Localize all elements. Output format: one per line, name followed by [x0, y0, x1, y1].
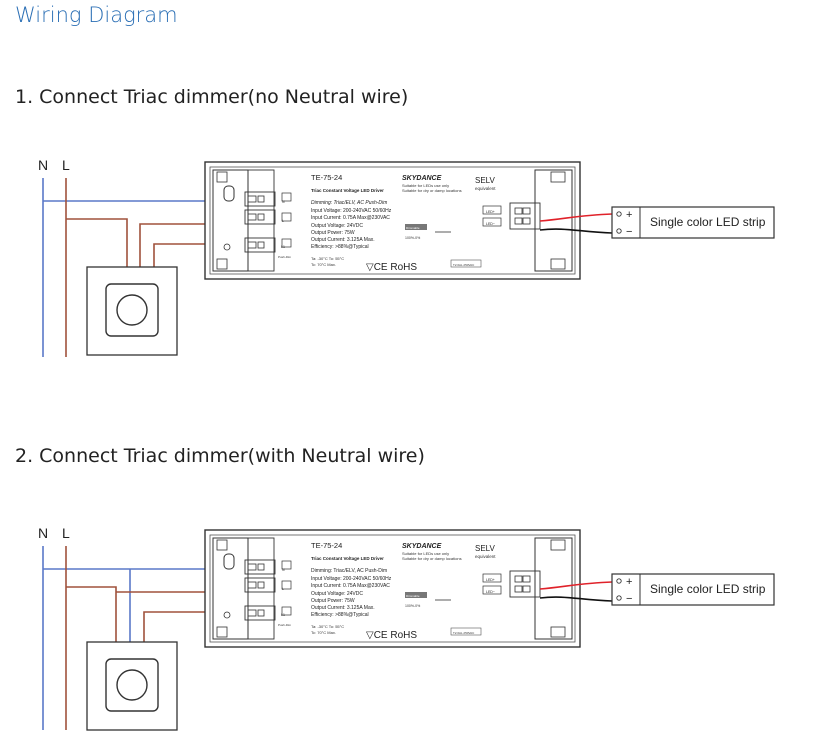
live-wire-to-dimmer [66, 586, 117, 642]
terminal-led-minus: LED− [486, 222, 495, 226]
dim-range: 100%-0% [405, 236, 420, 240]
fuse-rating: T2.0AL 250VAC [453, 631, 475, 635]
neutral-label: N [38, 157, 48, 173]
live-wire-to-dimmer [66, 218, 128, 267]
triac-dimmer [86, 641, 178, 731]
selv-mark: SELV [475, 176, 496, 185]
led-driver: TE-75-24 Triac Constant Voltage LED Driv… [204, 529, 581, 648]
spec-line: Output Power: 75W [311, 230, 355, 236]
terminal-led-minus: LED− [486, 590, 495, 594]
push-dim-label: Push-Dim [278, 623, 292, 627]
terminal-l: L [282, 219, 284, 223]
terminal-led-plus: LED+ [486, 578, 495, 582]
driver-suitability-1: Suitable for LEDs use only [402, 551, 449, 556]
spec-line: Input Current: 0.75A Max@230VAC [311, 215, 390, 221]
live-label: L [62, 525, 70, 541]
driver-product: Triac Constant Voltage LED Driver [311, 188, 384, 193]
spec-line: Efficiency: >88%@Typical [311, 244, 369, 250]
led-minus-sign: − [626, 226, 632, 238]
driver-model: TE-75-24 [311, 173, 342, 182]
selv-sub: equivalent [475, 186, 496, 191]
step-2-heading: 2. Connect Triac dimmer(with Neutral wir… [15, 445, 425, 467]
cert-marks: ▽CE RoHS [366, 630, 417, 641]
spec-line: Dimming: Triac/ELV, AC Push-Dim [311, 200, 387, 206]
spec-line: Input Current: 0.75A Max@230VAC [311, 583, 390, 589]
temp-rating: Ta: -30°C To: 55°C [311, 624, 344, 629]
spec-line: Input Voltage: 200-240VAC 50/60Hz [311, 208, 392, 214]
spec-line: Output Voltage: 24VDC [311, 591, 363, 597]
terminal-n: N [282, 200, 285, 204]
led-strip [611, 573, 775, 606]
terminal-l: L [282, 587, 284, 591]
led-strip [611, 206, 775, 239]
fuse-rating: T2.0AL 250VAC [453, 263, 475, 267]
spec-line: Output Current: 3.125A Max. [311, 237, 375, 243]
triac-dimmer [86, 266, 178, 356]
brand-logo: SKYDANCE [402, 175, 442, 182]
page-title: Wiring Diagram [15, 3, 178, 27]
led-strip-label: Single color LED strip [650, 215, 766, 229]
diagram-1: N L TE-75-24 Triac Constant Voltage LED … [38, 157, 775, 357]
temp-case: Tc: 70°C Max. [311, 630, 336, 635]
led-positive-wire [539, 213, 613, 222]
driver-suitability-2: Suitable for dry or damp locations [402, 556, 462, 561]
led-plus-sign: + [626, 209, 632, 221]
cert-marks: ▽CE RoHS [366, 262, 417, 273]
led-negative-wire [539, 596, 613, 602]
led-driver: TE-75-24 Triac Constant Voltage LED Driv… [204, 161, 581, 280]
terminal-l1: L1 [281, 613, 285, 617]
spec-line: Efficiency: >88%@Typical [311, 612, 369, 618]
temp-case: Tc: 70°C Max. [311, 262, 336, 267]
led-minus-sign: − [626, 593, 632, 605]
terminal-led-plus: LED+ [486, 210, 495, 214]
brand-logo: SKYDANCE [402, 543, 442, 550]
dimmable-tag: Dimmable [406, 594, 420, 598]
spec-line: Dimming: Triac/ELV, AC Push-Dim [311, 568, 387, 574]
dim-range: 100%-0% [405, 604, 420, 608]
driver-model: TE-75-24 [311, 541, 342, 550]
diagram-2: N L TE-75-24 Triac Constant Voltage LED … [38, 525, 775, 731]
spec-line: Output Power: 75W [311, 598, 355, 604]
push-dim-label: Push-Dim [278, 255, 292, 259]
dimmable-tag: Dimmable [406, 226, 420, 230]
led-negative-wire [539, 228, 613, 234]
driver-product: Triac Constant Voltage LED Driver [311, 556, 384, 561]
led-positive-wire [539, 581, 613, 590]
driver-suitability-1: Suitable for LEDs use only [402, 183, 449, 188]
led-strip-label: Single color LED strip [650, 582, 766, 596]
led-plus-sign: + [626, 576, 632, 588]
spec-line: Output Current: 3.125A Max. [311, 605, 375, 611]
terminal-n: N [282, 568, 285, 572]
selv-sub: equivalent [475, 554, 496, 559]
selv-mark: SELV [475, 544, 496, 553]
live-label: L [62, 157, 70, 173]
terminal-l1: L1 [281, 245, 285, 249]
step-1-heading: 1. Connect Triac dimmer(no Neutral wire) [15, 86, 409, 108]
driver-suitability-2: Suitable for dry or damp locations [402, 188, 462, 193]
spec-line: Output Voltage: 24VDC [311, 223, 363, 229]
spec-line: Input Voltage: 200-240VAC 50/60Hz [311, 576, 392, 582]
temp-rating: Ta: -30°C To: 55°C [311, 256, 344, 261]
neutral-label: N [38, 525, 48, 541]
